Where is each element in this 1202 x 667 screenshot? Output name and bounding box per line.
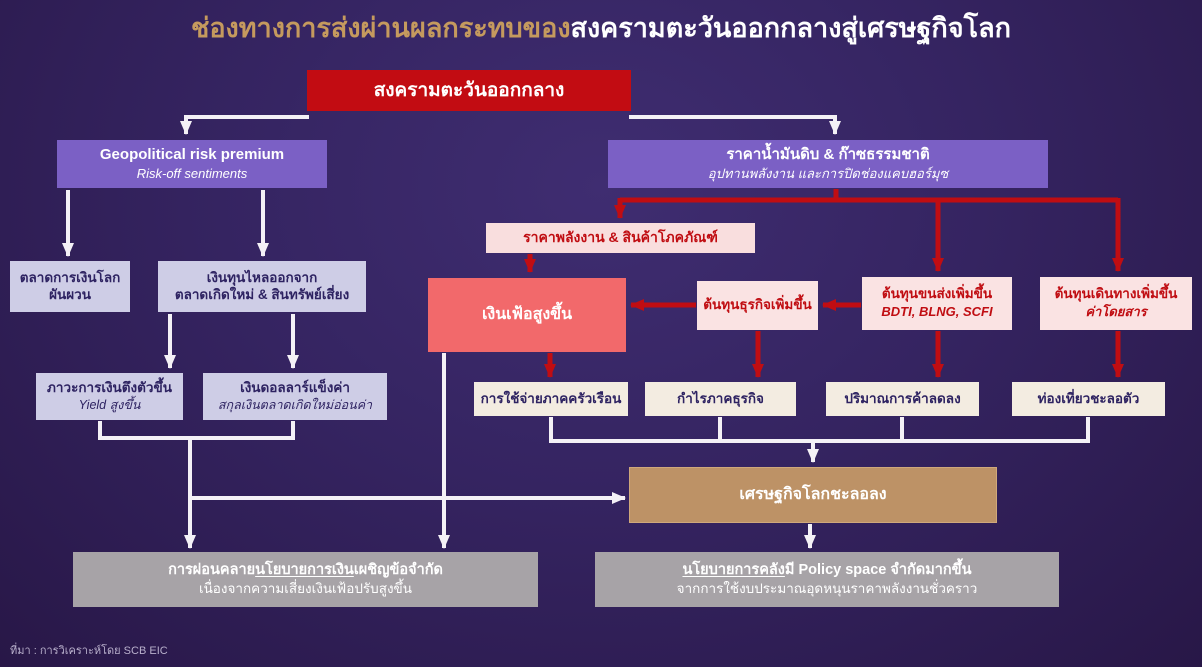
node-label: การใช้จ่ายภาคครัวเรือน (480, 390, 622, 406)
node-monetary-policy-constraint: การผ่อนคลายนโยบายการเงินเผชิญข้อจำกัด เน… (73, 552, 538, 607)
node-line1: ตลาดการเงินโลก (19, 269, 121, 285)
node-title-underline: นโยบายการคลัง (682, 562, 785, 578)
node-title: นโยบายการคลังมี Policy space จำกัดมากขึ้… (682, 561, 971, 579)
node-travel-cost-rise: ต้นทุนเดินทางเพิ่มขึ้น ค่าโดยสาร (1040, 277, 1192, 330)
node-title-pre: การผ่อนคลาย (168, 562, 256, 578)
node-energy-commodity-price: ราคาพลังงาน & สินค้าโภคภัณฑ์ (486, 223, 755, 253)
node-financial-tightening: ภาวะการเงินตึงตัวขึ้น Yield สูงขึ้น (36, 373, 183, 420)
node-subtitle: อุปทานพลังงาน และการปิดช่องแคบฮอร์มุซ (707, 165, 949, 181)
node-label: ต้นทุนธุรกิจเพิ่มขึ้น (703, 297, 812, 313)
node-label: เงินเฟ้อสูงขึ้น (481, 306, 573, 323)
node-title-post: มี Policy space จำกัดมากขึ้น (784, 562, 972, 578)
page-title: ช่องทางการส่งผ่านผลกระทบของสงครามตะวันออ… (0, 6, 1202, 49)
node-title: เงินดอลลาร์แข็งค่า (240, 379, 350, 395)
node-household-spending: การใช้จ่ายภาคครัวเรือน (474, 382, 628, 416)
node-dollar-appreciation: เงินดอลลาร์แข็งค่า สกุลเงินตลาดเกิดใหม่อ… (203, 373, 387, 420)
node-label: สงครามตะวันออกกลาง (373, 79, 565, 101)
title-highlight: ช่องทางการส่งผ่านผลกระทบของ (191, 13, 571, 43)
node-subtitle: จากการใช้งบประมาณอุดหนุนราคาพลังงานชั่วค… (676, 581, 978, 597)
node-line2: ตลาดเกิดใหม่ & สินทรัพย์เสี่ยง (174, 286, 350, 302)
node-title-underline: นโยบายการเงิน (255, 562, 354, 578)
node-subtitle: BDTI, BLNG, SCFI (881, 304, 993, 320)
node-subtitle: Risk-off sentiments (136, 165, 248, 181)
node-capital-outflow: เงินทุนไหลออกจาก ตลาดเกิดใหม่ & สินทรัพย… (158, 261, 366, 312)
node-label: กำไรภาคธุรกิจ (677, 390, 764, 406)
node-line2: ผันผวน (49, 286, 91, 302)
node-shipping-cost-rise: ต้นทุนขนส่งเพิ่มขึ้น BDTI, BLNG, SCFI (862, 277, 1012, 330)
node-global-economy-slowdown: เศรษฐกิจโลกชะลอลง (629, 467, 997, 523)
node-line1: เงินทุนไหลออกจาก (206, 269, 318, 285)
node-label: ปริมาณการค้าลดลง (844, 390, 961, 406)
node-middle-east-war: สงครามตะวันออกกลาง (307, 70, 631, 111)
node-label: ท่องเที่ยวชะลอตัว (1037, 390, 1140, 406)
node-label: ราคาพลังงาน & สินค้าโภคภัณฑ์ (523, 229, 718, 246)
node-inflation-rise: เงินเฟ้อสูงขึ้น (428, 278, 626, 352)
node-title: ต้นทุนขนส่งเพิ่มขึ้น (881, 286, 993, 302)
title-rest: สงครามตะวันออกกลางสู่เศรษฐกิจโลก (570, 13, 1011, 43)
node-title: ราคาน้ำมันดิบ & ก๊าซธรรมชาติ (726, 146, 930, 163)
node-title-post: เผชิญข้อจำกัด (353, 562, 443, 578)
node-trade-volume-decline: ปริมาณการค้าลดลง (826, 382, 979, 416)
node-business-profit: กำไรภาคธุรกิจ (645, 382, 796, 416)
node-fiscal-policy-space: นโยบายการคลังมี Policy space จำกัดมากขึ้… (595, 552, 1059, 607)
node-subtitle: Yield สูงขึ้น (78, 397, 141, 412)
node-subtitle: สกุลเงินตลาดเกิดใหม่อ่อนค่า (217, 397, 373, 412)
node-business-cost-rise: ต้นทุนธุรกิจเพิ่มขึ้น (697, 281, 818, 330)
node-subtitle: ค่าโดยสาร (1085, 304, 1147, 320)
node-title: ภาวะการเงินตึงตัวขึ้น (47, 379, 172, 395)
source-note: ที่มา : การวิเคราะห์โดย SCB EIC (10, 645, 168, 657)
node-title: การผ่อนคลายนโยบายการเงินเผชิญข้อจำกัด (168, 561, 443, 579)
node-label: เศรษฐกิจโลกชะลอลง (739, 486, 887, 503)
node-geopolitical-risk: Geopolitical risk premium Risk-off senti… (57, 140, 327, 188)
node-tourism-slowdown: ท่องเที่ยวชะลอตัว (1012, 382, 1165, 416)
node-title: ต้นทุนเดินทางเพิ่มขึ้น (1054, 286, 1178, 302)
node-financial-market-volatility: ตลาดการเงินโลก ผันผวน (10, 261, 130, 312)
node-oil-gas-price: ราคาน้ำมันดิบ & ก๊าซธรรมชาติ อุปทานพลังง… (608, 140, 1048, 188)
node-subtitle: เนื่องจากความเสี่ยงเงินเฟ้อปรับสูงขึ้น (198, 581, 413, 597)
node-title: Geopolitical risk premium (99, 146, 285, 163)
